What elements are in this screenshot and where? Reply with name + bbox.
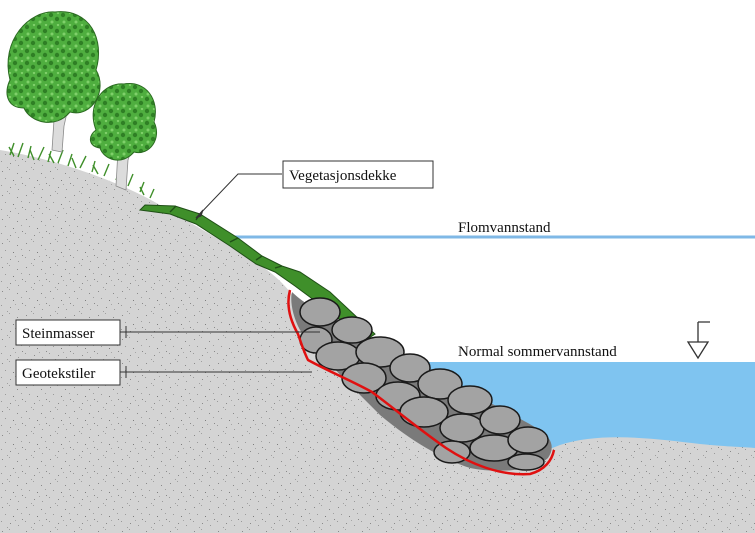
- rock: [299, 297, 341, 327]
- rock: [417, 368, 463, 400]
- water-over-bottom: [430, 362, 755, 446]
- rock: [507, 453, 545, 471]
- geotextile-layer: [287, 289, 556, 476]
- rock: [331, 316, 373, 344]
- stone-leader: [120, 326, 320, 338]
- rock: [447, 385, 493, 415]
- down-triangle-icon: [686, 321, 710, 360]
- label-box-vegetation: [282, 160, 434, 189]
- tree-icon: [90, 83, 157, 191]
- label-stone: Steinmasser: [22, 326, 95, 342]
- arrow-icon: [195, 209, 204, 219]
- label-flood-level: Flomvannstand: [458, 220, 551, 236]
- vegetation-leader: [195, 173, 282, 219]
- ground: [0, 150, 755, 533]
- rock: [479, 405, 521, 435]
- label-vegetation: Vegetasjonsdekke: [289, 168, 397, 184]
- label-summer-level: Normal sommervannstand: [458, 344, 617, 360]
- label-geotextile: Geotekstiler: [22, 366, 95, 382]
- tree-icon: [6, 11, 101, 153]
- label-box-geotextile: [15, 359, 121, 386]
- rock: [389, 353, 431, 383]
- label-box-stone: [15, 319, 121, 346]
- geotextile-leader: [120, 366, 312, 378]
- rock: [507, 426, 549, 454]
- rocks: [299, 297, 549, 471]
